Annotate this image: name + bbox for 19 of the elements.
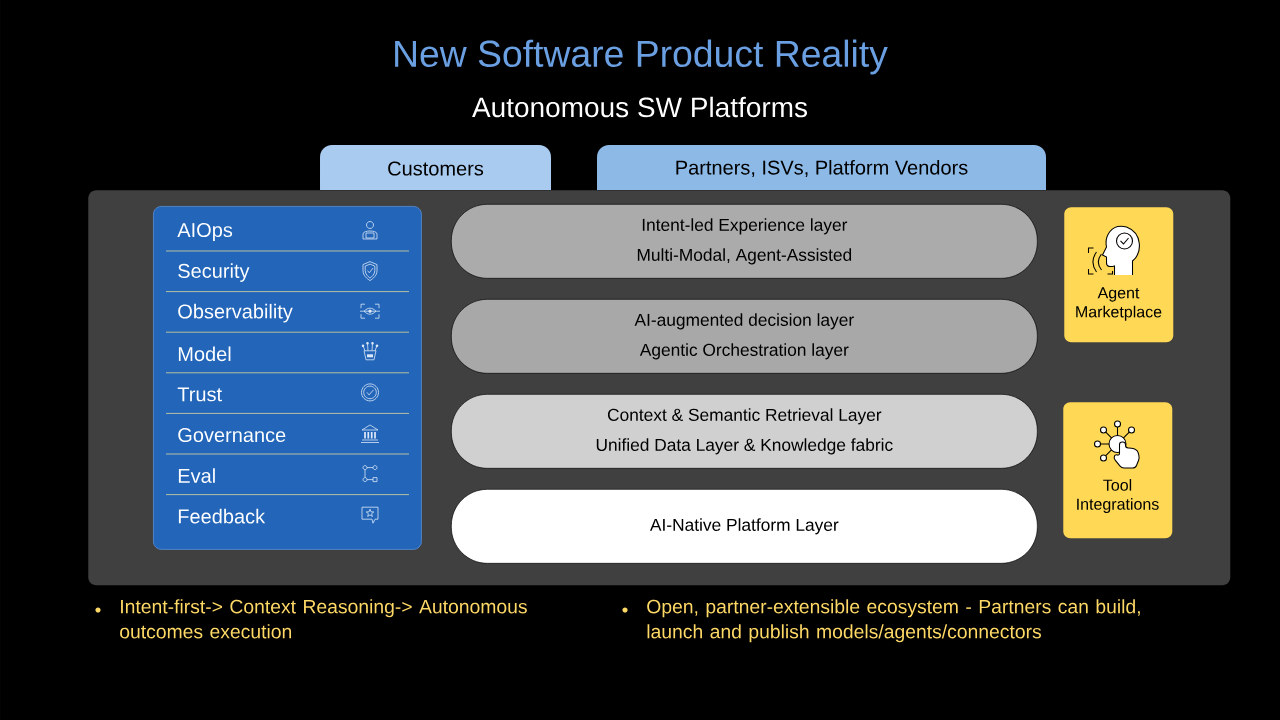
list-item: Observability — [178, 303, 293, 323]
list-item: Model — [178, 346, 231, 362]
layer-pill: Intent-led Experience layer Multi-Modal, Agent-Assisted — [451, 204, 1038, 279]
list-item: AIOps — [177, 222, 233, 242]
list-item: Eval — [178, 468, 215, 483]
list-item: Trust — [177, 387, 222, 402]
list-item: Governance — [178, 427, 286, 443]
layer-pill: AI-augmented decision layer Agentic Orchestration layer — [451, 299, 1038, 374]
list-item: Feedback — [178, 508, 266, 524]
tab: Customers — [320, 145, 551, 190]
feature-card: Tool Integrations — [1063, 402, 1173, 539]
layer-pill: Context & Semantic Retrieval Layer Unified Data Layer & Knowledge fabric — [451, 394, 1038, 469]
bullet-text: Open, partner-extensible ecosystem - Partners can build, launch and publish models/agents/connectors — [647, 599, 1140, 643]
subtitle: Autonomous SW Platforms — [472, 96, 807, 118]
tab: Partners, ISVs, Platform Vendors — [597, 145, 1046, 190]
title: New Software Product Reality — [395, 39, 888, 75]
layer-pill: AI-Native Platform Layer — [451, 489, 1038, 564]
list-item: Security — [178, 263, 250, 282]
bullet-text: Intent-first-> Context Reasoning-> Autonomous outcomes execution — [120, 599, 527, 639]
